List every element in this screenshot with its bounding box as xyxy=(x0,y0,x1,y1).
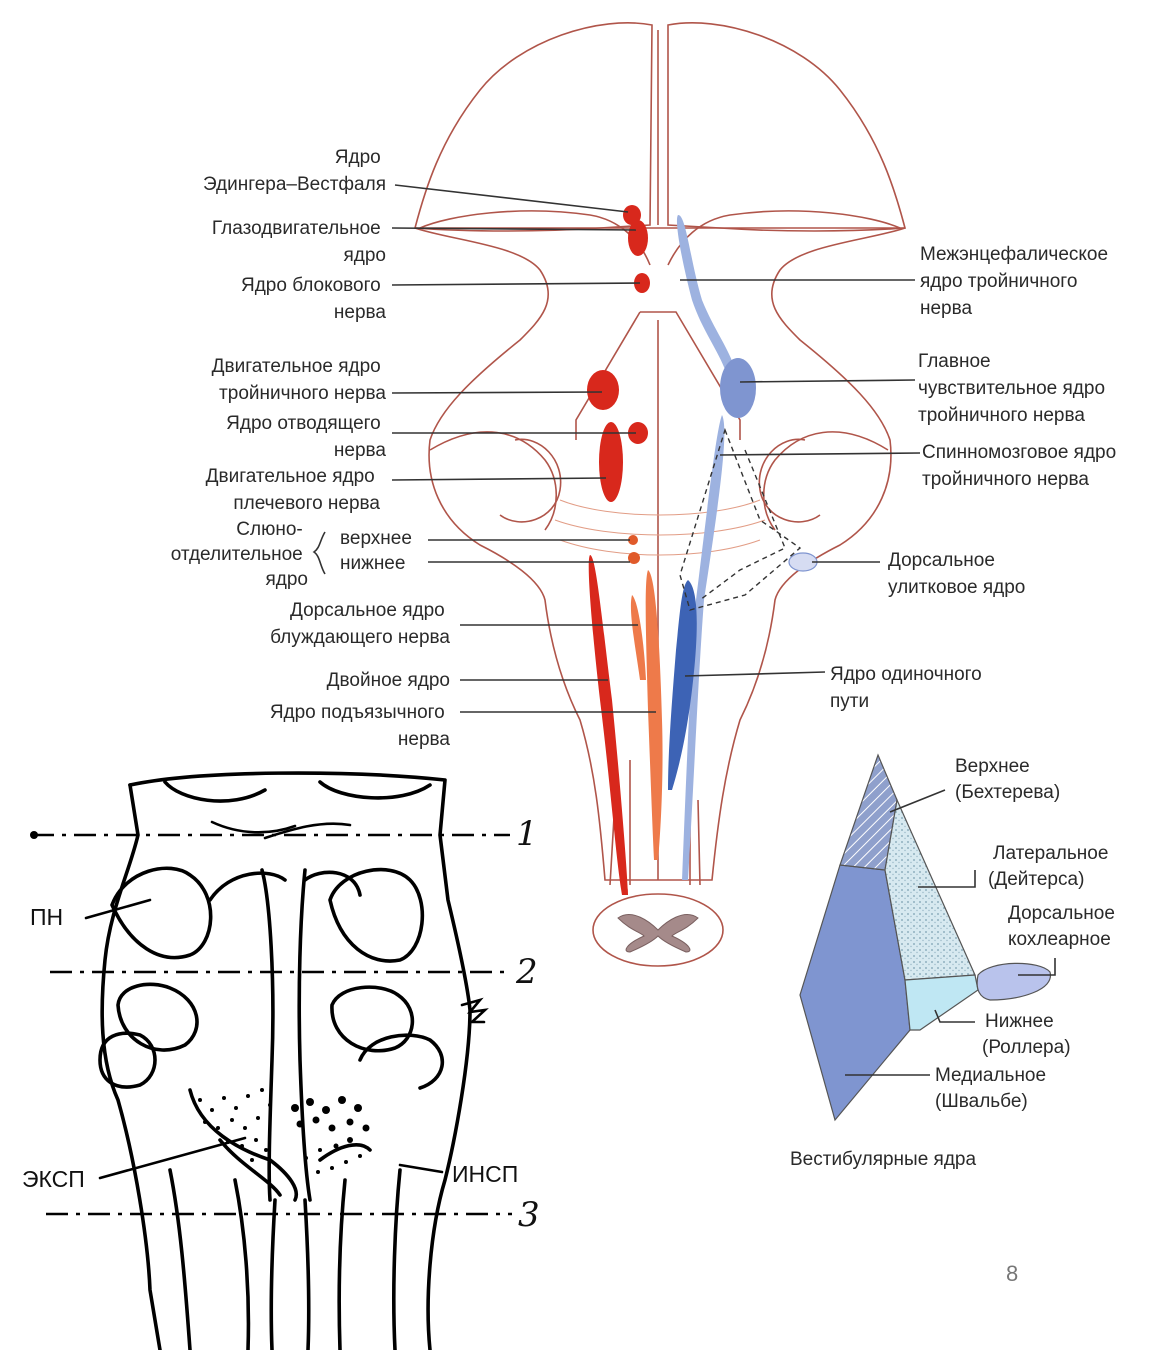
left-labels: Ядро Эдингера–Вестфаля Глазодвигательное… xyxy=(171,147,451,750)
hypoglossal-nucleus xyxy=(646,570,663,860)
label-trochlear: Ядро блокового нерва xyxy=(241,275,386,323)
mesencephalic-trigeminal-nucleus xyxy=(677,215,735,372)
label-edinger-westphal: Ядро Эдингера–Вестфаля xyxy=(203,147,386,195)
vestibular-nuclei-diagram: Верхнее (Бехтерева) Латеральное (Дейтерс… xyxy=(790,755,1120,1170)
label-oculomotor: Глазодвигательное ядро xyxy=(212,218,386,266)
label-spinal-trigeminal: Спинномозговое ядро тройничного нерва xyxy=(922,442,1121,490)
facial-motor-nucleus xyxy=(599,422,623,502)
label-dorsal-vagal: Дорсальное ядро блуждающего нерва xyxy=(270,600,450,648)
label-pn: ПН xyxy=(30,904,63,930)
trigeminal-motor-nucleus xyxy=(587,370,619,410)
principal-trigeminal-sensory-nucleus xyxy=(720,358,756,418)
vestibular-dorsal-cochlear xyxy=(977,963,1050,1000)
section-line-2-number: 2 xyxy=(515,952,538,992)
section-line-1-number: 1 xyxy=(516,814,538,854)
sensory-nuclei xyxy=(668,215,817,880)
label-eksp: ЭКСП xyxy=(22,1166,85,1192)
dorsal-vagal-nucleus xyxy=(631,595,646,680)
vestibular-caption: Вестибулярные ядра xyxy=(790,1149,976,1170)
label-principal-trigeminal: Главное чувствительное ядро тройничного … xyxy=(918,351,1110,426)
label-facial-motor: Двигательное ядро плечевого нерва xyxy=(206,466,381,514)
label-salivatory-parts: верхнее нижнее xyxy=(340,528,417,574)
left-hemisphere xyxy=(415,23,652,231)
label-solitary-tract: Ядро одиночного пути xyxy=(830,664,987,712)
label-abducens: Ядро отводящего нерва xyxy=(226,413,386,461)
label-trigeminal-motor: Двигательное ядро тройничного нерва xyxy=(212,356,387,404)
page-number: 8 xyxy=(1006,1261,1018,1286)
section-line-3-number: 3 xyxy=(518,1195,540,1235)
label-dorsal-cochlear: Дорсальное улитковое ядро xyxy=(888,550,1025,598)
label-ambiguus: Двойное ядро xyxy=(327,670,450,691)
label-hypoglossal: Ядро подъязычного нерва xyxy=(270,702,451,750)
oculomotor-nucleus xyxy=(628,220,648,256)
label-insp: ИНСП xyxy=(452,1161,518,1187)
nucleus-ambiguus xyxy=(589,555,628,895)
label-salivatory: Слюно- отделительное ядро xyxy=(171,519,308,590)
label-dorsal-cochlear-vestibular: Дорсальное кохлеарное xyxy=(1008,903,1120,950)
label-vestibular-lateral: Латеральное (Дейтерса) xyxy=(988,843,1114,890)
right-labels: Межэнцефалическое ядро тройничного нерва… xyxy=(830,244,1121,712)
label-vestibular-medial: Медиальное (Швальбе) xyxy=(935,1065,1051,1112)
spinal-cord-grey-matter xyxy=(618,915,698,952)
right-hemisphere xyxy=(668,23,905,231)
label-mesencephalic-trigeminal: Межэнцефалическое ядро тройничного нерва xyxy=(920,244,1113,319)
brainstem-sketch: ПН ЭКСП ИНСП 1 2 3 xyxy=(22,773,540,1350)
label-vestibular-lower: Нижнее (Роллера) xyxy=(982,1011,1071,1058)
label-vestibular-upper: Верхнее (Бехтерева) xyxy=(955,756,1060,803)
